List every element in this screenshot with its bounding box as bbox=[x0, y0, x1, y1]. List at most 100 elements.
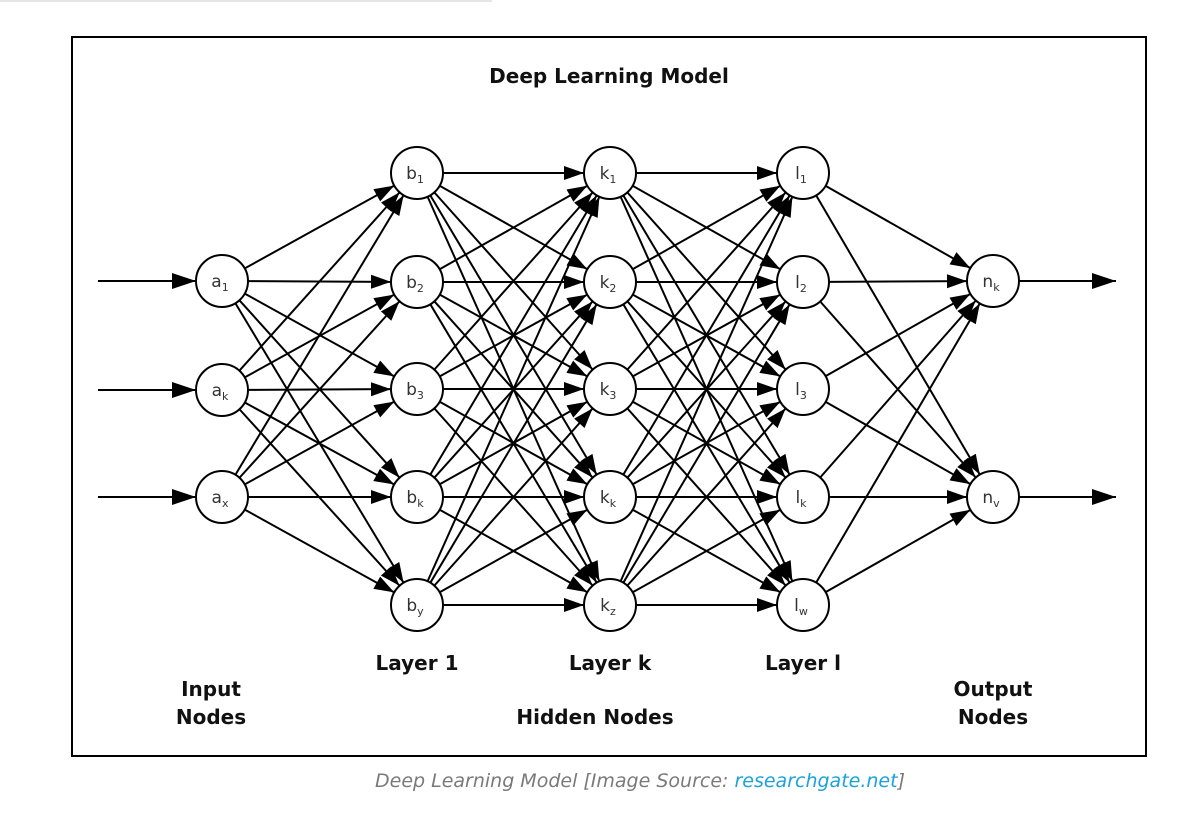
node-circle bbox=[583, 362, 637, 416]
edge-arrowhead-l1-n1-to-n3 bbox=[574, 458, 593, 478]
node-label: b3 bbox=[406, 380, 424, 402]
edge-l1-n2-to-n0 bbox=[433, 191, 594, 371]
edge-arrowhead-l2-n1-to-n2 bbox=[759, 360, 781, 377]
node-output-0: nk bbox=[966, 254, 1020, 308]
edges bbox=[98, 166, 1116, 612]
edge-arrowhead-l2-n4-to-n1 bbox=[773, 304, 790, 326]
node-label: lw bbox=[794, 596, 808, 618]
node-label: l2 bbox=[795, 273, 807, 295]
edge-arrowhead-l0-n2-to-n1 bbox=[380, 301, 400, 321]
node-layer1-1: b2 bbox=[390, 255, 444, 309]
edge-arrowhead-l2-n2-to-n3 bbox=[759, 468, 781, 485]
edge-arrowhead-l2-n1-to-n1 bbox=[757, 275, 777, 289]
edge-arrowhead-l1-n3-to-n2 bbox=[566, 401, 588, 418]
edge-l2-n4-to-n1 bbox=[622, 303, 791, 584]
edge-arrowhead-l2-n2-to-n4 bbox=[767, 566, 786, 586]
node-layerl-1: l2 bbox=[776, 255, 830, 309]
input-arrowhead-0 bbox=[172, 273, 196, 289]
edge-l0-n2-to-n1 bbox=[238, 300, 401, 479]
edge-arrowhead-l2-n4-to-n3 bbox=[759, 509, 781, 526]
node-layer1-2: b3 bbox=[390, 362, 444, 416]
node-layerl-4: lw bbox=[776, 578, 830, 632]
edge-arrowhead-l1-n4-to-n2 bbox=[574, 408, 593, 428]
edge-arrowhead-l2-n3-to-n2 bbox=[759, 401, 781, 418]
edge-l1-n3-to-n0 bbox=[429, 194, 598, 476]
edge-l0-n1-to-n0 bbox=[238, 191, 401, 372]
input-arrowhead-2 bbox=[172, 489, 196, 505]
top-divider bbox=[0, 0, 492, 2]
node-label-subscript: k bbox=[417, 497, 424, 510]
node-circle bbox=[583, 470, 637, 524]
node-circle bbox=[776, 578, 830, 632]
edge-l0-n0-to-n0 bbox=[244, 184, 395, 270]
node-label-subscript: w bbox=[799, 605, 808, 618]
edge-l1-n1-to-n0 bbox=[439, 184, 588, 271]
node-layer1-0: b1 bbox=[390, 146, 444, 200]
node-circle bbox=[390, 255, 444, 309]
edge-arrowhead-l1-n0-to-n2 bbox=[574, 350, 593, 370]
node-label-base: l bbox=[795, 380, 800, 400]
edge-arrowhead-l0-n0-to-n3 bbox=[380, 458, 400, 478]
node-circle bbox=[583, 578, 637, 632]
input-nodes-label-line2: Nodes bbox=[176, 705, 246, 729]
figure-caption: Deep Learning Model [Image Source: resea… bbox=[0, 770, 1200, 792]
edge-l1-n4-to-n3 bbox=[439, 508, 588, 594]
edge-arrowhead-l0-n1-to-n1 bbox=[373, 294, 395, 311]
node-label: ak bbox=[212, 381, 229, 403]
node-label-base: n bbox=[982, 488, 993, 508]
edge-arrowhead-l3-n3-to-n0 bbox=[957, 300, 976, 321]
node-layerk-1: k2 bbox=[583, 255, 637, 309]
diagram-title: Deep Learning Model bbox=[489, 64, 729, 88]
edge-l3-n2-to-n0 bbox=[825, 292, 971, 378]
node-circle bbox=[966, 470, 1020, 524]
edge-arrowhead-l3-n4-to-n1 bbox=[949, 509, 971, 526]
output-nodes-label-line2: Nodes bbox=[958, 705, 1028, 729]
caption-source-link[interactable]: researchgate.net bbox=[734, 770, 898, 792]
edge-arrowhead-l1-n2-to-n4 bbox=[574, 566, 593, 586]
node-label-base: a bbox=[212, 381, 222, 401]
edge-l3-n4-to-n1 bbox=[825, 508, 971, 594]
node-layerk-3: kk bbox=[583, 470, 637, 524]
node-label-subscript: k bbox=[993, 281, 1000, 294]
edge-arrowhead-l1-n1-to-n0 bbox=[566, 185, 588, 202]
input-nodes-label-line1: Input bbox=[181, 677, 241, 701]
edge-arrowhead-l1-n4-to-n1 bbox=[580, 304, 597, 326]
node-circle bbox=[776, 146, 830, 200]
node-label-base: k bbox=[600, 164, 610, 184]
node-label: lk bbox=[795, 488, 807, 510]
node-layerk-0: k1 bbox=[583, 146, 637, 200]
edge-l2-n4-to-n3 bbox=[632, 508, 781, 594]
node-output-1: nv bbox=[966, 470, 1020, 524]
node-label-base: l bbox=[795, 164, 800, 184]
edge-arrowhead-l1-n4-to-n4 bbox=[564, 598, 584, 612]
edge-arrowhead-l1-n1-to-n2 bbox=[566, 360, 588, 377]
edge-arrowhead-l3-n0-to-n0 bbox=[949, 252, 971, 269]
node-input-2: ax bbox=[195, 470, 249, 524]
node-label-subscript: 1 bbox=[417, 173, 424, 186]
node-label: l1 bbox=[795, 164, 807, 186]
node-label: kk bbox=[600, 488, 617, 510]
node-layerk-4: kz bbox=[583, 578, 637, 632]
edge-l1-n4-to-n2 bbox=[433, 407, 594, 587]
edge-arrowhead-l0-n0-to-n2 bbox=[373, 360, 395, 377]
caption-prefix: Deep Learning Model [Image Source: bbox=[375, 770, 735, 792]
node-label: nv bbox=[982, 488, 1000, 510]
output-arrowhead-1 bbox=[1092, 489, 1116, 505]
node-layerl-3: lk bbox=[776, 470, 830, 524]
edge-l0-n2-to-n2 bbox=[244, 400, 395, 486]
node-circle bbox=[583, 255, 637, 309]
edge-arrowhead-l0-n1-to-n2 bbox=[370, 382, 392, 397]
node-circle bbox=[195, 363, 249, 417]
edge-arrowhead-l1-n0-to-n0 bbox=[564, 166, 584, 180]
node-label-subscript: 2 bbox=[800, 282, 807, 295]
edge-arrowhead-l2-n0-to-n0 bbox=[757, 166, 777, 180]
node-input-1: ak bbox=[195, 363, 249, 417]
node-circle bbox=[390, 146, 444, 200]
node-layerl-0: l1 bbox=[776, 146, 830, 200]
edge-arrowhead-l2-n3-to-n3 bbox=[757, 490, 777, 504]
edge-l1-n4-to-n1 bbox=[429, 303, 598, 584]
node-circle bbox=[390, 578, 444, 632]
edge-arrowhead-l3-n2-to-n1 bbox=[949, 468, 971, 485]
